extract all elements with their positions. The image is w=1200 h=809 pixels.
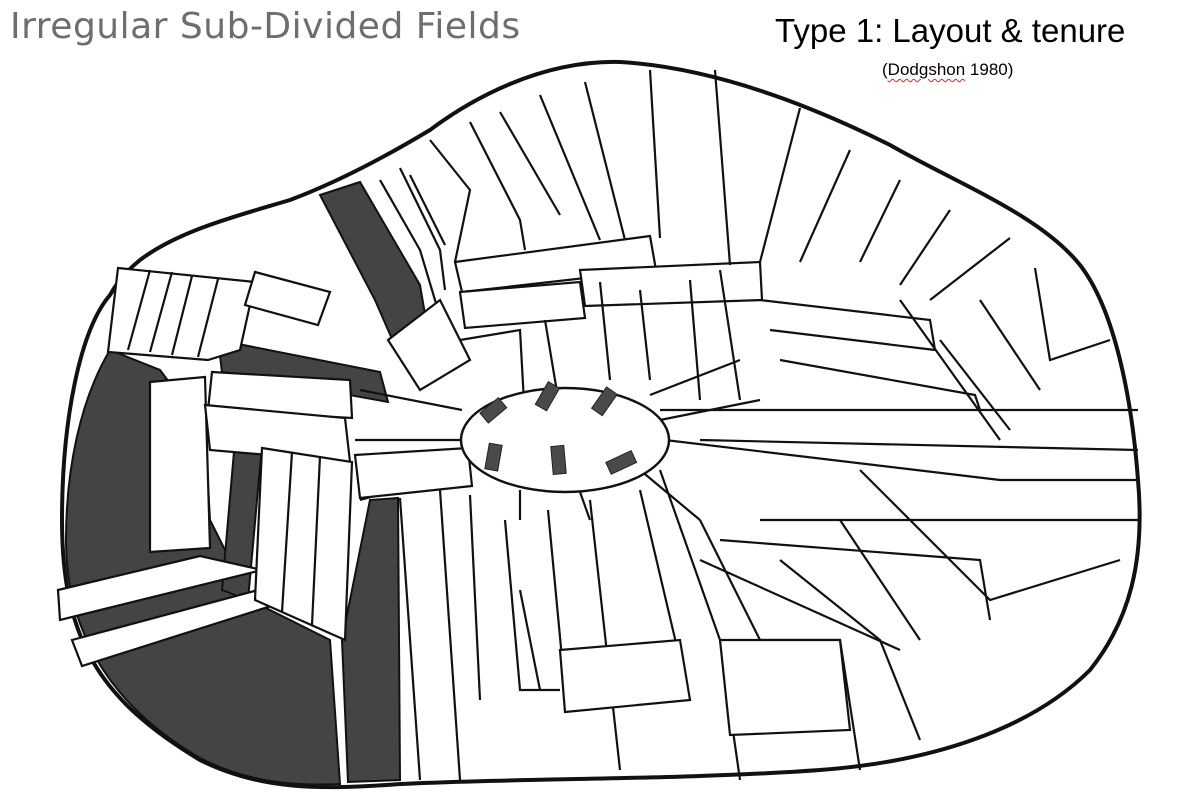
strip-boundary — [664, 438, 1138, 652]
house-icon — [484, 442, 503, 472]
strip-boundary — [660, 298, 1139, 452]
strip-boundary — [399, 69, 1111, 362]
scanned-figure-title: Irregular Sub-Divided Fields — [10, 6, 521, 47]
citation: (Dodgshon 1980) — [882, 60, 1013, 80]
citation-year: 1980) — [965, 60, 1014, 79]
field-strip — [243, 270, 332, 327]
field-strip — [386, 298, 472, 392]
strip-boundary — [379, 174, 742, 421]
field-strip — [148, 375, 212, 554]
house-icon — [605, 449, 638, 475]
house-icon — [479, 396, 508, 424]
field-strip — [253, 446, 354, 642]
house-icon — [550, 444, 567, 476]
strip-boundary — [280, 451, 322, 626]
citation-author: Dodgshon — [887, 60, 966, 79]
field-strip — [458, 280, 587, 330]
slide-title: Type 1: Layout & tenure — [775, 12, 1126, 49]
house-icon — [590, 386, 618, 417]
field-strip — [578, 260, 764, 308]
field-strip — [353, 446, 474, 500]
field-strip — [206, 370, 354, 420]
field-strip — [718, 638, 852, 737]
citation-open: ( — [882, 60, 888, 79]
house-icon — [534, 381, 561, 412]
strip-boundary — [126, 269, 220, 358]
field-strip — [558, 638, 692, 714]
